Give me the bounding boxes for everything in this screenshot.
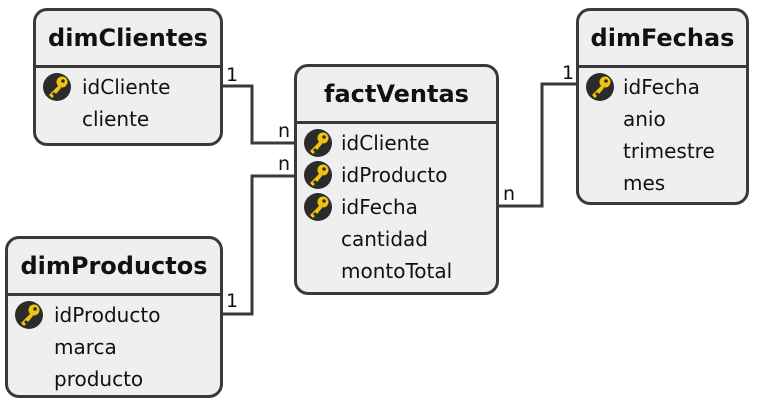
cardinality-label-fechas-one: 1 <box>562 62 575 84</box>
key-icon <box>586 73 614 101</box>
cardinality-label-clientes-one: 1 <box>226 64 239 86</box>
cardinality-label-productos-many: n <box>278 153 291 175</box>
key-icon <box>15 301 43 329</box>
entity-dimfechas[interactable]: dimFechas idFecha anio trimestre mes <box>576 8 749 205</box>
attribute-name: idFecha <box>341 195 418 219</box>
attribute-name: cantidad <box>341 227 428 251</box>
attribute-row: idCliente <box>297 127 496 159</box>
attribute-name: marca <box>54 335 117 359</box>
entity-dimclientes[interactable]: dimClientes idCliente cliente <box>33 8 223 146</box>
attribute-list: idFecha anio trimestre mes <box>579 68 746 199</box>
cardinality-label-productos-one: 1 <box>226 290 239 312</box>
attribute-name: cliente <box>82 107 150 131</box>
attribute-name: mes <box>623 171 666 195</box>
attribute-name: montoTotal <box>341 259 453 283</box>
attribute-name: idCliente <box>82 75 171 99</box>
key-icon <box>304 161 332 189</box>
attribute-row: idProducto <box>297 159 496 191</box>
attribute-list: idCliente cliente <box>36 68 220 135</box>
entity-dimproductos[interactable]: dimProductos idProducto marca producto <box>5 236 223 398</box>
attribute-row: montoTotal <box>297 255 496 287</box>
entity-factventas[interactable]: factVentas idCliente idProducto idFecha … <box>294 64 499 295</box>
entity-title: factVentas <box>297 67 496 124</box>
attribute-row: cliente <box>36 103 220 135</box>
attribute-row: producto <box>8 363 220 395</box>
attribute-row: trimestre <box>579 135 746 167</box>
attribute-row: idCliente <box>36 71 220 103</box>
attribute-row: marca <box>8 331 220 363</box>
attribute-list: idProducto marca producto <box>8 296 220 395</box>
entity-title: dimProductos <box>8 239 220 296</box>
attribute-row: idProducto <box>8 299 220 331</box>
attribute-name: producto <box>54 367 144 391</box>
attribute-list: idCliente idProducto idFecha cantidad mo… <box>297 124 496 287</box>
cardinality-label-clientes-many: n <box>278 120 291 142</box>
attribute-name: idFecha <box>623 75 700 99</box>
entity-title: dimFechas <box>579 11 746 68</box>
key-icon <box>304 193 332 221</box>
attribute-name: anio <box>623 107 666 131</box>
attribute-name: idProducto <box>341 163 448 187</box>
attribute-row: idFecha <box>579 71 746 103</box>
attribute-name: trimestre <box>623 139 715 163</box>
entity-title: dimClientes <box>36 11 220 68</box>
cardinality-label-fechas-many: n <box>503 183 516 205</box>
key-icon <box>43 73 71 101</box>
attribute-row: idFecha <box>297 191 496 223</box>
key-icon <box>304 129 332 157</box>
attribute-row: mes <box>579 167 746 199</box>
attribute-row: anio <box>579 103 746 135</box>
attribute-name: idProducto <box>54 303 161 327</box>
attribute-name: idCliente <box>341 131 430 155</box>
attribute-row: cantidad <box>297 223 496 255</box>
